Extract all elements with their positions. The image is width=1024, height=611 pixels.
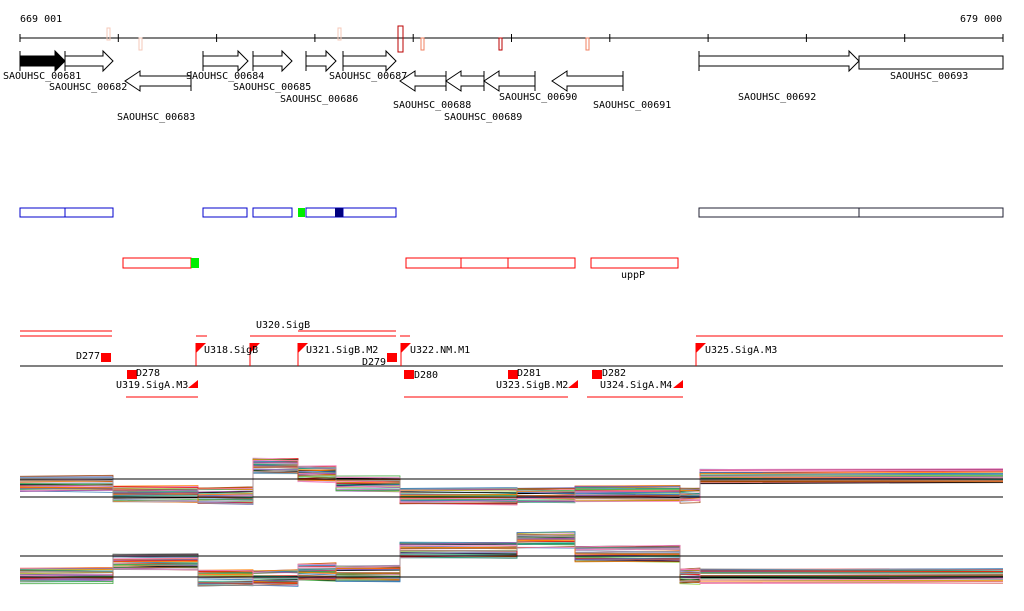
- gene-label[interactable]: SAOUHSC_00686: [280, 94, 359, 105]
- tss-flag-down: [568, 380, 578, 388]
- expression-profile: [19, 466, 1004, 502]
- forward-gene-arrow: [252, 49, 293, 73]
- expression-profile: [19, 471, 1004, 505]
- reverse-annotation-box: [405, 257, 462, 269]
- expression-profile: [19, 534, 1004, 587]
- reverse-annotation-box: [590, 257, 679, 269]
- reverse-annotation-box: [460, 257, 509, 269]
- feature-marker: [337, 27, 342, 41]
- feature-marker: [397, 25, 404, 53]
- gene-label[interactable]: SAOUHSC_00688: [393, 100, 472, 111]
- ruler-start-label: 669 001: [20, 14, 63, 25]
- gene-label[interactable]: SAOUHSC_00692: [738, 92, 817, 103]
- tu-label[interactable]: U318.SigB: [204, 345, 259, 356]
- feature-marker: [138, 37, 143, 51]
- tu-label[interactable]: D282: [602, 368, 627, 379]
- feature-marker: [420, 37, 425, 51]
- terminator-box: [101, 353, 111, 362]
- forward-gene-arrow: [19, 49, 66, 73]
- forward-gene-arrow: [342, 49, 397, 73]
- tu-label[interactable]: D280: [414, 370, 439, 381]
- highlight-box: [191, 258, 199, 268]
- forward-annotation-box: [64, 207, 114, 218]
- gene-label[interactable]: SAOUHSC_00691: [593, 100, 672, 111]
- tu-label[interactable]: D277: [76, 351, 101, 362]
- gene-label[interactable]: SAOUHSC_00689: [444, 112, 523, 123]
- expression-profile: [19, 459, 1004, 503]
- forward-annotation-box: [252, 207, 293, 218]
- gene-label[interactable]: SAOUHSC_00690: [499, 92, 578, 103]
- forward-gene-arrow: [202, 49, 249, 73]
- forward-gene-arrow: [698, 49, 860, 73]
- gene-label[interactable]: SAOUHSC_00682: [49, 82, 128, 93]
- reverse-gene-arrow: [445, 70, 485, 92]
- gene-label[interactable]: SAOUHSC_00683: [117, 112, 196, 123]
- tu-label[interactable]: U320.SigB: [256, 320, 311, 331]
- tss-flag: [696, 343, 706, 353]
- feature-marker: [106, 27, 111, 41]
- terminator-box: [508, 370, 518, 379]
- reverse-gene-arrow: [124, 70, 192, 92]
- tss-flag: [401, 343, 411, 353]
- forward-gene-arrow: [305, 49, 337, 73]
- tss-flag: [298, 343, 308, 353]
- tu-label[interactable]: U324.SigA.M4: [600, 380, 673, 391]
- reverse-gene-arrow: [483, 70, 536, 92]
- tu-label[interactable]: D279: [362, 357, 387, 368]
- tu-label[interactable]: U322.NM.M1: [410, 345, 471, 356]
- expression-profile: [19, 466, 1004, 504]
- reverse-gene-arrow: [399, 70, 447, 92]
- ruler-end-label: 679 000: [960, 14, 1003, 25]
- forward-annotation-box: [202, 207, 248, 218]
- tu-label[interactable]: U325.SigA.M3: [705, 345, 778, 356]
- terminator-box: [127, 370, 137, 379]
- forward-annotation-box: [858, 207, 1004, 218]
- reverse-annotation-box: [122, 257, 192, 269]
- gene-label[interactable]: SAOUHSC_00681: [3, 71, 82, 82]
- tu-label[interactable]: D281: [517, 368, 542, 379]
- feature-marker: [498, 37, 503, 51]
- gene-label[interactable]: SAOUHSC_00685: [233, 82, 312, 93]
- highlight-box: [335, 208, 343, 217]
- forward-gene-box: [858, 55, 1004, 70]
- reverse-gene-arrow: [551, 70, 624, 92]
- forward-annotation-box: [19, 207, 66, 218]
- tss-flag: [196, 343, 206, 353]
- tss-flag-down: [673, 380, 683, 388]
- forward-gene-arrow: [64, 49, 114, 73]
- tu-label[interactable]: U319.SigA.M3: [116, 380, 189, 391]
- forward-annotation-box: [342, 207, 397, 218]
- terminator-box: [404, 370, 414, 379]
- forward-annotation-box: [698, 207, 860, 218]
- tu-label[interactable]: D278: [136, 368, 161, 379]
- highlight-box: [298, 208, 305, 217]
- reverse-annotation-box: [507, 257, 576, 269]
- terminator-box: [387, 353, 397, 362]
- feature-marker: [585, 37, 590, 51]
- gene-label[interactable]: SAOUHSC_00687: [329, 71, 408, 82]
- gene-label[interactable]: SAOUHSC_00693: [890, 71, 969, 82]
- terminator-box: [592, 370, 602, 379]
- gene-label[interactable]: SAOUHSC_00684: [186, 71, 265, 82]
- uppP-label: uppP: [621, 270, 646, 281]
- tss-flag: [250, 343, 260, 353]
- tu-label[interactable]: U321.SigB.M2: [306, 345, 379, 356]
- tu-label[interactable]: U323.SigB.M2: [496, 380, 569, 391]
- tss-flag-down: [188, 380, 198, 388]
